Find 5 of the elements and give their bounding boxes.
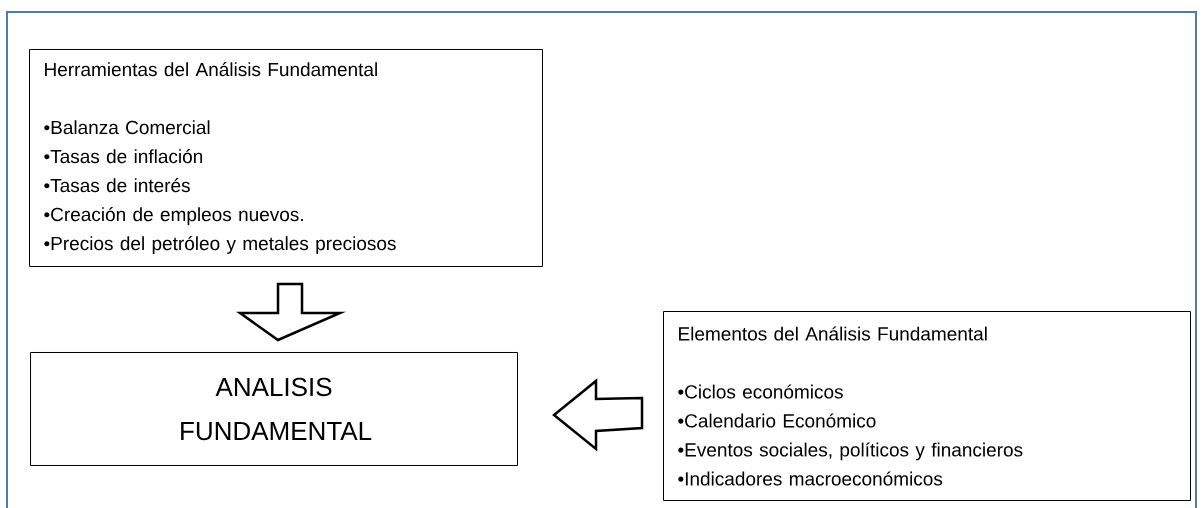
block-arrow	[552, 378, 644, 452]
block-arrow	[236, 282, 346, 342]
text-box: Herramientas del Análisis Fundamental •Balanza Comercial •Tasas de inflación •Tasas de interés •Creación de empleos nuevos. •Precios del petróleo y metales preciosos	[29, 49, 543, 267]
text-box: Elementos del Análisis Fundamental •Ciclos económicos •Calendario Económico •Eventos sociales, políticos y financieros •Indicadores macroeconómicos	[663, 311, 1191, 501]
text-box: ANALISIS FUNDAMENTAL	[30, 352, 518, 466]
